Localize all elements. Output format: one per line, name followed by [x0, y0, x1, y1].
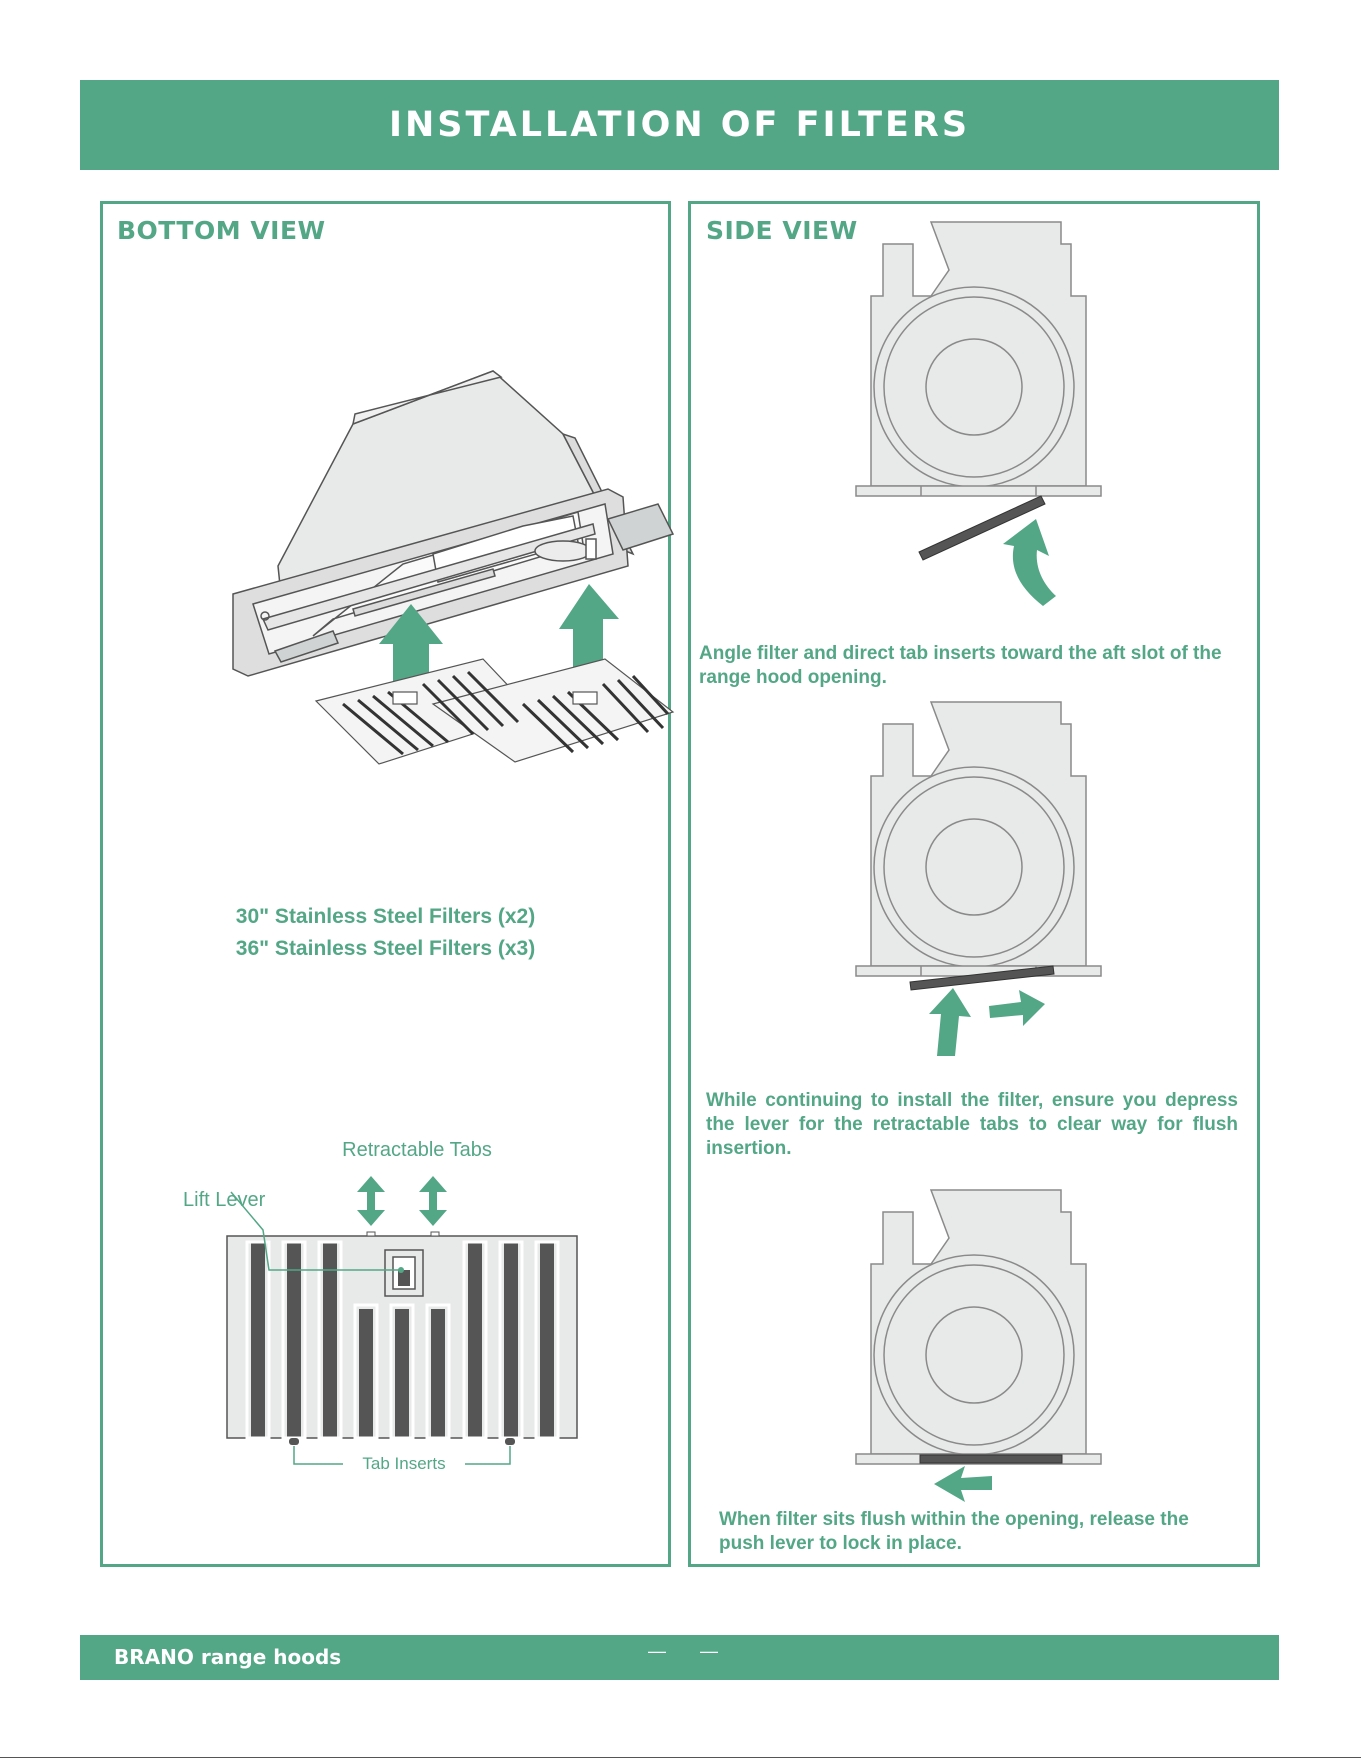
- right-arrow-icon: [989, 990, 1045, 1026]
- retractable-tabs-label: Retractable Tabs: [342, 1139, 492, 1161]
- side-view-title: SIDE VIEW: [706, 216, 858, 245]
- bottom-view-panel: BOTTOM VIEW: [100, 201, 675, 1567]
- side-view-step-1-diagram: [855, 221, 1102, 606]
- page-header: INSTALLATION OF FILTERS: [80, 80, 1279, 170]
- retractable-tab-arrow-icon: [357, 1176, 385, 1226]
- page-footer: BRANO range hoods — —: [80, 1635, 1279, 1680]
- footer-mark: —: [700, 1641, 718, 1661]
- range-hood-illustration: [232, 370, 675, 765]
- lift-lever-label: Lift Lever: [183, 1189, 266, 1211]
- filter-bar: [919, 1454, 1063, 1464]
- side-view-step-3-caption: When filter sits flush within the openin…: [719, 1509, 1189, 1554]
- filter-detail-diagram: [226, 1176, 578, 1465]
- retractable-tab-arrow-icon: [419, 1176, 447, 1226]
- side-view-step-3-diagram: [855, 1189, 1102, 1502]
- footer-mark: —: [648, 1641, 666, 1661]
- side-view-panel: SIDE VIEW Angle filter and direct tab in…: [688, 201, 1260, 1567]
- side-view-step-2-diagram: [855, 701, 1102, 1056]
- left-arrow-icon: [934, 1466, 992, 1502]
- side-view-step-1-caption: Angle filter and direct tab inserts towa…: [699, 643, 1222, 688]
- filter-count-36: 36" Stainless Steel Filters (x3): [235, 937, 536, 960]
- filter-count-30: 30" Stainless Steel Filters (x2): [235, 905, 536, 928]
- filter-bar: [918, 495, 1046, 561]
- page-title: INSTALLATION OF FILTERS: [388, 105, 971, 145]
- bottom-view-title: BOTTOM VIEW: [117, 216, 326, 245]
- tab-inserts-label: Tab Inserts: [362, 1454, 446, 1473]
- up-arrow-icon: [929, 988, 971, 1056]
- filter-bar: [909, 965, 1055, 991]
- footer-brand: BRANO range hoods: [114, 1645, 342, 1669]
- side-view-step-2-caption: While continuing to install the filter, …: [706, 1090, 1238, 1159]
- curved-arrow-icon: [1003, 519, 1056, 606]
- page-bottom-rule: [0, 1757, 1361, 1758]
